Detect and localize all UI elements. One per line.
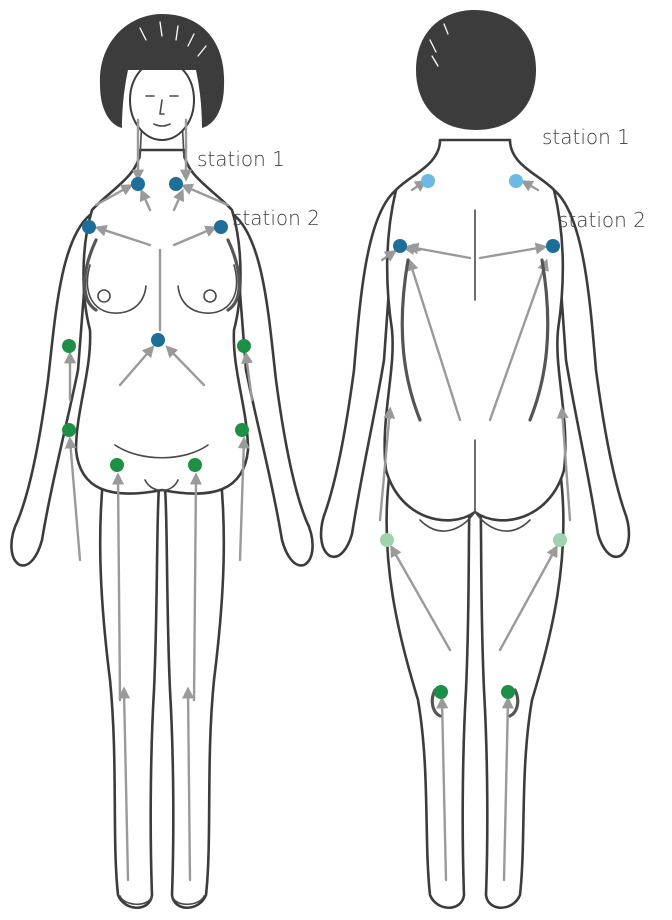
back-station-1-label: station 1 [542, 125, 630, 149]
back-node-hip-left [380, 533, 394, 547]
back-node-hip-right [553, 533, 567, 547]
back-figure: station 1 station 2 [321, 10, 646, 908]
front-right-arm [234, 215, 313, 565]
front-node-hip-right [235, 423, 249, 437]
front-node-axilla-left [82, 220, 96, 234]
back-left-leg [387, 470, 470, 908]
back-left-arm [321, 190, 396, 557]
front-node-groin-right [188, 458, 202, 472]
front-node-neck-right [169, 177, 183, 191]
back-station-2-label: station 2 [558, 208, 646, 232]
back-node-neck-left [421, 174, 435, 188]
front-node-axilla-right [214, 220, 228, 234]
front-node-elbow-right [237, 339, 251, 353]
front-node-elbow-left [62, 339, 76, 353]
front-node-abdomen [151, 333, 165, 347]
back-node-knee-left [434, 685, 448, 699]
back-node-axilla-left [393, 239, 407, 253]
front-station-2-label: station 2 [232, 206, 320, 230]
back-node-axilla-right [546, 239, 560, 253]
front-station-1-label: station 1 [197, 147, 285, 171]
front-left-leg [100, 440, 160, 908]
back-node-knee-right [501, 685, 515, 699]
front-node-hip-left [62, 423, 76, 437]
front-node-groin-left [110, 458, 124, 472]
back-hair [416, 10, 536, 130]
front-figure: station 1 station 2 [11, 14, 319, 908]
back-node-neck-right [509, 174, 523, 188]
front-left-arm [11, 215, 90, 565]
back-right-leg [480, 470, 563, 908]
front-node-neck-left [131, 177, 145, 191]
back-right-arm [554, 190, 629, 557]
